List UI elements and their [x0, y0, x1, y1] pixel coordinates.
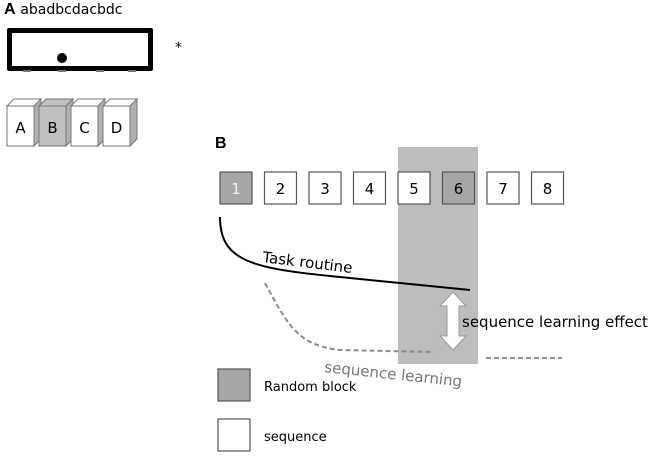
position-marker-3 — [96, 70, 104, 72]
asterisk-note: * — [175, 40, 182, 56]
block-box — [263, 171, 298, 205]
key-label: B — [47, 119, 57, 137]
block-1: 1 — [219, 171, 253, 205]
legend-label: sequence — [264, 430, 327, 445]
position-marker-2 — [58, 70, 66, 72]
sequence-string: abadbcdacbdc — [20, 2, 123, 18]
block-number: 3 — [320, 180, 330, 198]
block-7: 7 — [486, 171, 520, 205]
response-key-b: B — [37, 97, 75, 148]
block-box — [441, 171, 476, 205]
block-2: 2 — [263, 171, 298, 205]
sequence-learning-curve — [264, 282, 435, 353]
response-key-d: D — [101, 97, 139, 148]
block-box — [308, 171, 342, 205]
key-label: A — [15, 119, 26, 137]
block-number: 6 — [454, 180, 464, 198]
legend-item-sequence: sequence — [217, 418, 327, 452]
position-marker-4 — [128, 70, 136, 72]
block-8: 8 — [530, 171, 565, 205]
block-box — [352, 171, 387, 205]
block-number: 1 — [231, 180, 241, 198]
block-number: 5 — [409, 180, 419, 198]
block-box — [530, 171, 565, 205]
panel-a-label: A — [4, 1, 16, 18]
legend-swatch — [217, 418, 251, 452]
legend-swatch — [217, 368, 251, 402]
position-marker-1 — [23, 70, 31, 72]
task-routine-curve — [219, 216, 471, 291]
block-box — [397, 171, 431, 205]
block-5: 5 — [397, 171, 431, 205]
double-arrow-icon — [438, 291, 468, 351]
block-number: 2 — [276, 180, 286, 198]
block-box — [219, 171, 253, 205]
block-number: 7 — [498, 180, 508, 198]
panel-a-header: A abadbcdacbdc — [4, 0, 123, 19]
panel-b-label: B — [215, 135, 227, 152]
legend-label: Random block — [264, 380, 357, 395]
effect-label: sequence learning effect — [462, 313, 648, 331]
block-6: 6 — [441, 171, 476, 205]
block-3: 3 — [308, 171, 342, 205]
block-4: 4 — [352, 171, 387, 205]
block-number: 8 — [543, 180, 553, 198]
response-keys: A B C D — [5, 97, 139, 148]
key-label: D — [111, 119, 123, 137]
block-number: 4 — [365, 180, 375, 198]
key-label: C — [79, 119, 89, 137]
block-box — [486, 171, 520, 205]
stimulus-screen — [7, 28, 153, 72]
target-dot — [57, 53, 67, 63]
legend-item-random: Random block — [217, 368, 357, 402]
